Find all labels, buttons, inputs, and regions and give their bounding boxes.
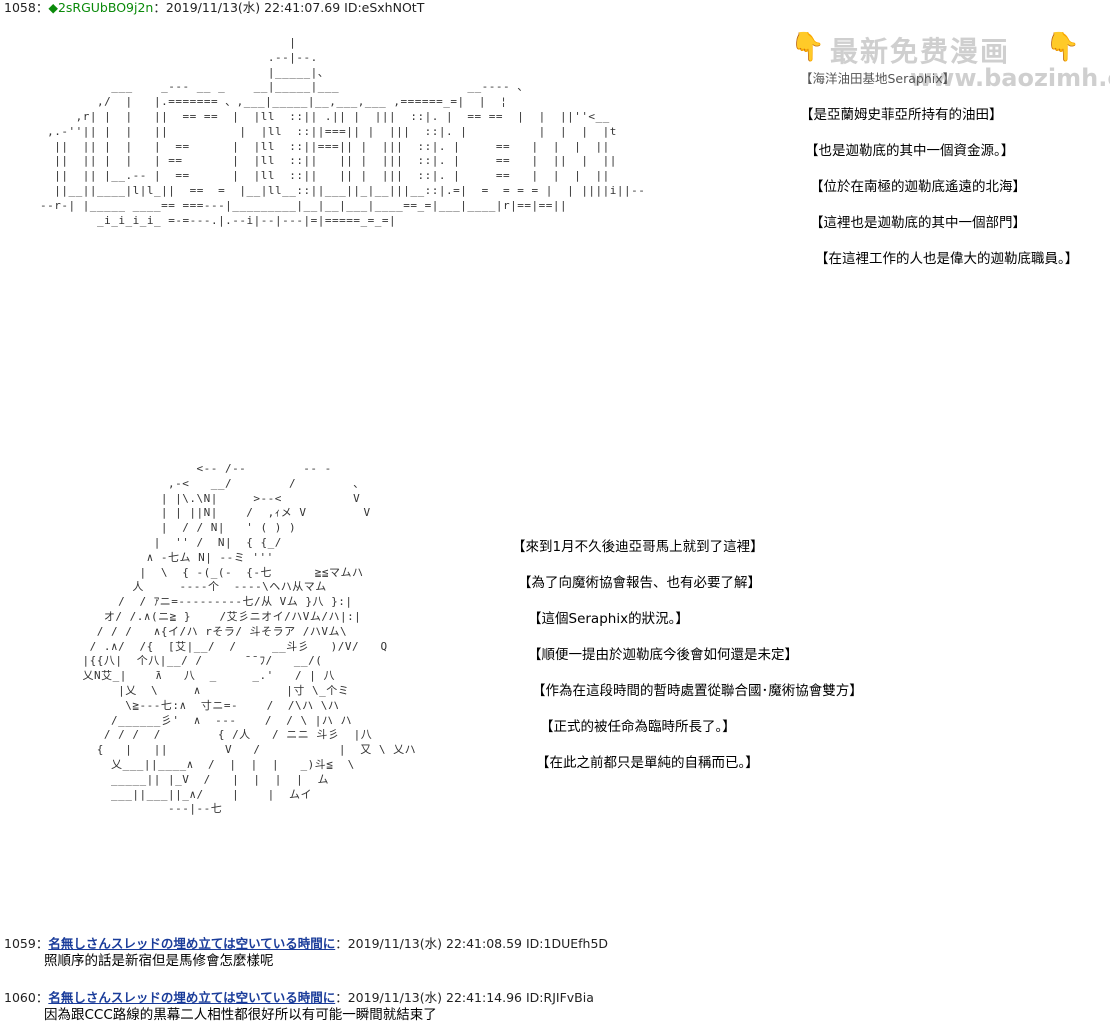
narration-line: 【也是迦勒底的其中一個資金源。】 [805,143,1015,159]
pointing-hand-icon: 👇 [1045,30,1080,63]
narration-line: 【為了向魔術協會報告、也有必要了解】 [518,575,761,591]
post-number[interactable]: 1059 [4,936,36,951]
narration-line: 【作為在這段時間的暫時處置從聯合國･魔術協會雙方】 [532,683,863,699]
narration-line: 【位於在南極的迦勒底遙遠的北海】 [810,179,1026,195]
narration-line: 【海洋油田基地Seraphix】 [800,71,956,86]
narration-line: 【這裡也是迦勒底的其中一個部門】 [810,215,1026,231]
watermark-title: 最新免费漫画 [830,35,1011,68]
post-date: ：2019/11/13(水) 22:41:08.59 [335,936,523,951]
watermark: 👇 最新免费漫画 👇 www.baozimh.com [790,30,1110,92]
post-separator: ： [35,0,49,15]
post-header: 1059：名無しさんスレッドの埋め立ては空いている時間に：2019/11/13(… [4,936,608,952]
post-header: 1058：◆2sRGUbBO9j2n：2019/11/13(水) 22:41:0… [4,0,424,16]
post-body: 照順序的話是新宿但是馬修會怎麼樣呢 [44,953,274,969]
ascii-art-platform: | .--|--. |_____|、 ___ _--- __ _ __|____… [40,36,646,227]
narration-line: 【是亞蘭姆史菲亞所持有的油田】 [800,107,1003,123]
ascii-art-figure: <-- /-- -- - ,-< __/ / 、 | |\.\N| >--< V… [82,462,417,816]
post-number[interactable]: 1058 [4,0,36,15]
narration-line: 【正式的被任命為臨時所長了。】 [540,719,736,735]
post-date: ：2019/11/13(水) 22:41:14.96 [335,990,523,1005]
narration-line: 【在這裡工作的人也是偉大的迦勒底職員。】 [815,251,1079,267]
narration-line: 【來到1月不久後迪亞哥馬上就到了這裡】 [512,539,764,555]
post-date: ：2019/11/13(水) 22:41:07.69 [153,0,341,15]
narration-line: 【順便一提由於迦勒底今後會如何還是未定】 [528,647,798,663]
post-id[interactable]: ID:1DUEfh5D [526,936,609,951]
narration-line: 【這個Seraphix的狀況。】 [528,611,689,627]
poster-name-link[interactable]: 名無しさんスレッドの埋め立ては空いている時間に [48,990,336,1005]
post-id[interactable]: ID:RJIFvBia [526,990,594,1005]
poster-name-link[interactable]: 名無しさんスレッドの埋め立ては空いている時間に [48,936,336,951]
post-separator: ： [35,936,49,951]
post-body: 因為跟CCC路線的黒幕二人相性都很好所以有可能一瞬間就結束了 [44,1007,437,1023]
narration-line: 【在此之前都只是單純的自稱而已。】 [536,755,759,771]
post-number[interactable]: 1060 [4,990,36,1005]
watermark-url: www.baozimh.com [910,64,1110,92]
pointing-hand-icon: 👇 [790,30,825,63]
post-separator: ： [35,990,49,1005]
post-header: 1060：名無しさんスレッドの埋め立ては空いている時間に：2019/11/13(… [4,990,594,1006]
poster-trip[interactable]: ◆2sRGUbBO9j2n [48,0,154,15]
post-id[interactable]: ID:eSxhNOtT [344,0,425,15]
